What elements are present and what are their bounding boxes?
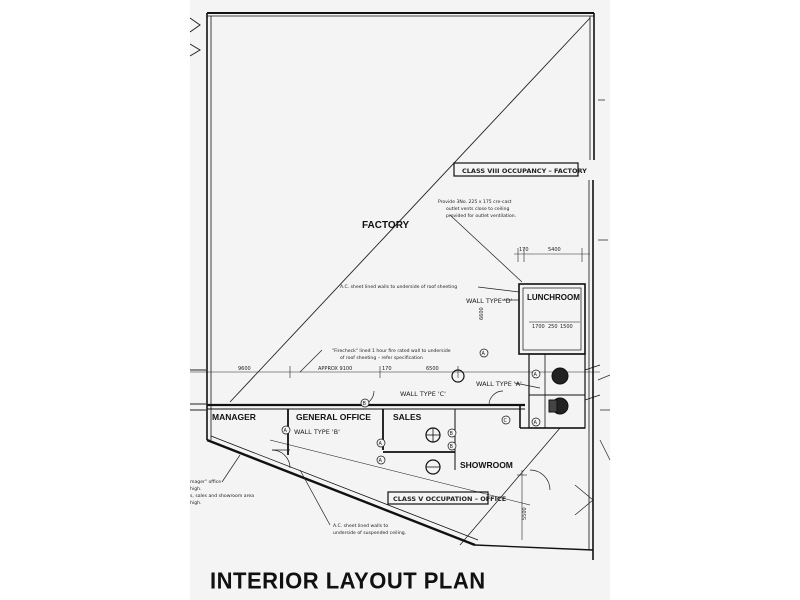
dim-170-top: 170 <box>519 247 529 253</box>
room-label-lunchroom: LUNCHROOM <box>527 293 580 302</box>
left-note-line-3: s, sales and showroom area <box>190 493 254 499</box>
room-label-manager: MANAGER <box>212 412 256 422</box>
drawing-sheet <box>190 0 610 600</box>
marker-a-6: A <box>379 458 383 464</box>
wall-type-b-label: WALL TYPE 'B' <box>294 428 340 436</box>
main-dim-line <box>190 366 600 378</box>
wall-type-a-label: WALL TYPE 'A' <box>476 380 522 388</box>
dim-170-mid: 170 <box>382 366 392 372</box>
dim-6600: 6600 <box>479 307 485 320</box>
left-note-line-1: mager" office <box>190 479 221 485</box>
firecheck-leader <box>299 349 323 373</box>
lower-slanted-wall <box>206 427 594 551</box>
dim-5400: 5400 <box>548 247 561 253</box>
dim-6500: 6500 <box>426 366 439 372</box>
left-margin <box>0 0 190 600</box>
class-viii-box <box>453 162 579 177</box>
dim-5500: 5500 <box>522 507 528 520</box>
equipment-symbols <box>425 369 465 475</box>
firecheck-note-line-1: "Firecheck" lined 1 hour fire rated wall… <box>332 348 451 354</box>
dim-1500: 1500 <box>560 324 573 330</box>
lunchroom-dim-lines <box>514 248 590 262</box>
left-note-line-4: high. <box>190 500 201 506</box>
ac-sheet-note: A.C. sheet lined walls to underside of r… <box>340 284 457 290</box>
drawing-title: INTERIOR LAYOUT PLAN <box>210 567 486 594</box>
room-label-showroom: SHOWROOM <box>460 460 513 470</box>
marker-b-2: B <box>450 431 454 437</box>
factory-diagonal <box>229 17 591 403</box>
vents-leader <box>449 214 523 283</box>
ac-sheet-leader <box>477 286 520 293</box>
marker-b-3: B <box>450 444 454 450</box>
markers: A A A B A A A B C B <box>281 348 541 465</box>
marker-c-1: C <box>504 418 508 424</box>
dim-250: 250 <box>548 324 558 330</box>
wall-type-c-label: WALL TYPE 'C' <box>400 390 446 398</box>
vertical-dim-right <box>517 470 527 540</box>
class-viii-label: CLASS VIII OCCUPANCY – FACTORY <box>462 167 587 175</box>
right-edge-marks <box>597 99 611 461</box>
firecheck-note-line-2: of roof sheeting – refer specification <box>340 355 423 361</box>
marker-b-1: B <box>363 401 367 407</box>
door-swings <box>271 390 594 516</box>
room-label-factory: FACTORY <box>362 220 410 231</box>
vents-note-line-3: provided for outlet ventilation. <box>446 213 516 219</box>
factory-walls <box>206 12 595 560</box>
class-v-box <box>387 491 489 505</box>
marker-a-1: A <box>482 351 486 357</box>
suspended-leader <box>299 469 331 526</box>
suspended-note-line-1: A.C. sheet lined walls to <box>333 523 388 529</box>
vents-note-line-2: outlet vents close to ceiling <box>446 206 509 212</box>
dim-1700: 1700 <box>532 324 545 330</box>
vents-note-line-1: Provide 3No. 225 x 175 cre-cast <box>438 199 512 205</box>
left-note-leader <box>221 454 241 483</box>
right-margin <box>610 0 800 600</box>
marker-a-3: A <box>534 420 538 426</box>
dim-approx-9100: APPROX 9100 <box>318 366 352 372</box>
class-v-label: CLASS V OCCUPATION – OFFICE <box>393 495 506 503</box>
wall-type-d-label: WALL TYPE 'D' <box>466 297 513 305</box>
dim-9600: 9600 <box>238 366 251 372</box>
marker-a-5: A <box>379 441 383 447</box>
suspended-note-line-2: underside of suspended ceiling. <box>333 530 406 536</box>
marker-a-4: A <box>284 428 288 434</box>
marker-a-2: A <box>534 372 538 378</box>
room-label-general-office: GENERAL OFFICE <box>296 412 371 422</box>
left-edge-marks <box>189 17 206 411</box>
left-note-line-2: high. <box>190 486 201 492</box>
wall-type-a-leader <box>514 382 541 389</box>
room-label-sales: SALES <box>393 412 422 422</box>
